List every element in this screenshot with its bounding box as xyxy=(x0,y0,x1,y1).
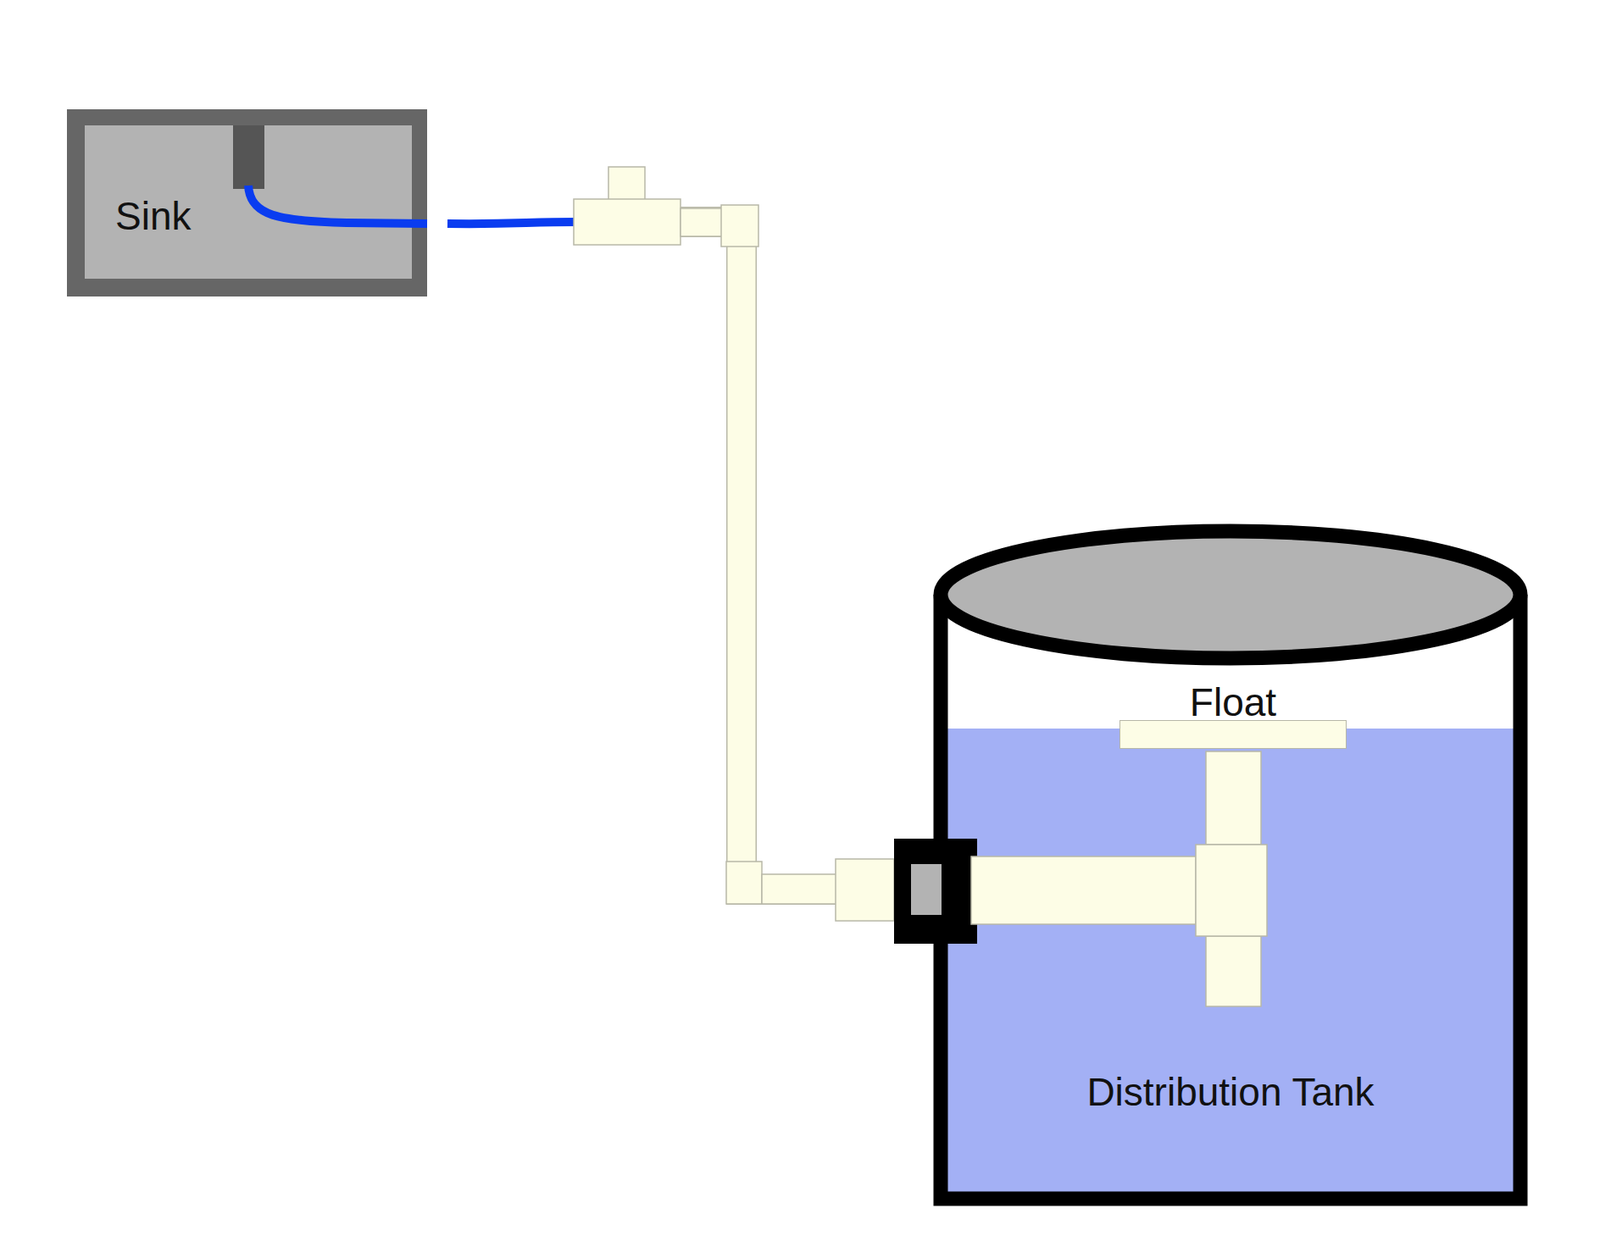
float-bar xyxy=(1119,720,1347,750)
pipe-section xyxy=(680,208,723,237)
elbow-fitting xyxy=(721,205,759,247)
node-label: Sink xyxy=(115,196,476,236)
sink-box: Sink xyxy=(66,109,448,297)
float: Float xyxy=(1119,677,1367,750)
elbow-fitting xyxy=(726,861,762,905)
tee-fitting xyxy=(573,199,681,245)
adapter-fitting xyxy=(835,859,895,922)
node-label: Float xyxy=(1119,683,1347,723)
pipe-section xyxy=(761,874,837,905)
node-label: Distribution Tank xyxy=(932,1072,1529,1112)
water-pipe xyxy=(447,222,933,890)
distribution-tank: Distribution Tank Float xyxy=(932,525,1550,1207)
tee-fitting xyxy=(608,166,645,201)
